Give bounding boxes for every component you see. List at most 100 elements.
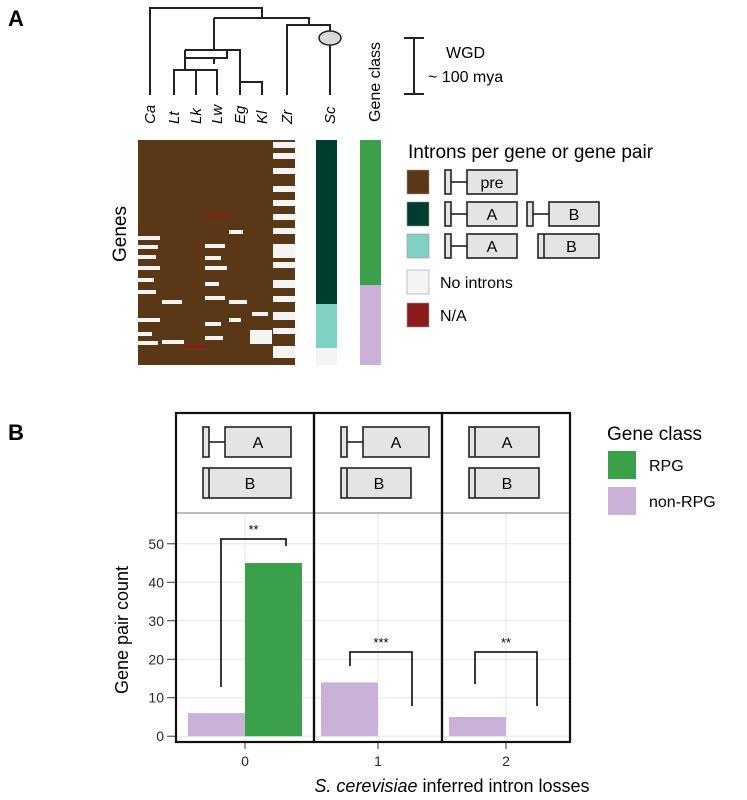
exon-box: [466, 233, 518, 259]
y-tick-label: 40: [148, 574, 164, 590]
significance-label: **: [501, 635, 511, 650]
y-tick-label: 30: [148, 613, 164, 629]
bar-non-rpg: [188, 713, 245, 737]
facet-gene-a-glyph: A: [202, 426, 292, 458]
no-intron-cell: [138, 290, 156, 294]
facet-gene-b-glyph: B: [468, 467, 540, 499]
significance-label: ***: [373, 635, 388, 650]
species-label-kl: Kl: [254, 110, 271, 124]
exon-box: [444, 201, 452, 227]
no-intron-cell: [162, 340, 184, 344]
exon-box: [548, 201, 600, 227]
gene-class-legend-title: Gene class: [607, 424, 702, 445]
exon-box: [537, 233, 600, 259]
heatmap-background: [138, 140, 295, 365]
species-label-ca: Ca: [142, 105, 159, 124]
legend-swatch: [406, 169, 430, 195]
scale-time: ~ 100 mya: [428, 69, 503, 86]
species-label-lw: Lw: [209, 104, 226, 124]
na-cell: [183, 345, 207, 348]
legend-label: RPG: [649, 458, 684, 475]
gene-label: A: [253, 435, 264, 452]
gene-label: B: [569, 207, 580, 224]
no-intron-cell: [138, 332, 152, 336]
legend-label: N/A: [440, 308, 467, 325]
phylogeny-tree: [149, 7, 331, 95]
gene-label: A: [487, 207, 498, 224]
gene-label: B: [374, 476, 385, 493]
x-axis-label-rest: inferred intron losses: [417, 776, 589, 796]
facet-gene-b-glyph: B: [340, 467, 412, 499]
no-intron-cell: [138, 266, 160, 270]
no-intron-cell: [138, 255, 156, 259]
legend-swatch-rpg: [608, 451, 636, 479]
y-tick-label: 50: [148, 536, 164, 552]
x-tick-label: 0: [241, 753, 249, 769]
significance-bracket: [349, 651, 413, 706]
no-intron-cell: [138, 245, 158, 249]
gene-label: B: [245, 476, 256, 493]
facet-gene-b-glyph: B: [202, 467, 292, 499]
no-intron-cell: [273, 200, 295, 206]
no-intron-cell: [205, 244, 225, 248]
legend-label: non-RPG: [649, 494, 716, 511]
no-intron-cell: [273, 142, 295, 148]
no-intron-cell: [138, 236, 160, 240]
intron-heatmap: [138, 140, 295, 365]
rpg-segment: [360, 140, 381, 285]
y-tick-label: 20: [148, 651, 164, 667]
bar-rpg: [245, 563, 302, 737]
legend-swatch: [406, 201, 430, 227]
facet-frame: [440, 411, 572, 744]
no-intron-cell: [205, 296, 225, 300]
no-intron-cell: [205, 266, 227, 270]
exon-box: [444, 169, 452, 195]
gene-b-glyph: B: [537, 233, 600, 259]
x-axis-label-species: S. cerevisiae: [314, 776, 417, 796]
genes-axis-label: Genes: [110, 206, 131, 262]
exon-box: [224, 426, 292, 458]
wgd-marker-icon: [318, 30, 342, 46]
panel-a-letter: A: [8, 6, 24, 31]
gene-label: B: [566, 239, 577, 256]
gene-label: A: [502, 435, 513, 452]
scale-bar: [404, 37, 424, 95]
no-intron-cell: [162, 300, 182, 304]
sc-both-introns-segment: [316, 140, 337, 304]
no-intron-cell: [138, 318, 160, 322]
exon-box: [444, 233, 452, 259]
no-intron-cell: [250, 330, 272, 344]
significance-bracket: [220, 538, 287, 687]
no-intron-cell: [229, 230, 243, 234]
no-intron-cell: [229, 318, 241, 322]
no-intron-cell: [273, 312, 295, 320]
exon-box: [202, 467, 292, 499]
gene-class-column: [360, 140, 381, 365]
exon-box: [362, 426, 430, 458]
no-intron-cell: [229, 300, 247, 304]
no-intron-cell: [273, 244, 295, 258]
y-tick-label: 0: [156, 728, 164, 744]
no-intron-cell: [273, 328, 295, 334]
sc-one-intron-segment: [316, 304, 337, 348]
no-intron-cell: [273, 186, 295, 192]
gene-a-glyph: A: [444, 201, 518, 227]
no-intron-cell: [205, 322, 221, 326]
intron-legend-title: Introns per gene or gene pair: [408, 142, 654, 163]
gene-class-legend: RPG non-RPG: [608, 451, 716, 515]
na-cell: [205, 215, 229, 218]
gene-label: pre: [480, 175, 503, 192]
gene-label: B: [502, 476, 513, 493]
no-intron-cell: [252, 312, 268, 316]
no-intron-cell: [273, 228, 295, 234]
gene-label: A: [487, 239, 498, 256]
species-label-lt: Lt: [166, 111, 183, 124]
no-intron-cell: [205, 282, 219, 286]
no-intron-cell: [273, 346, 295, 358]
panel-b-letter: B: [8, 420, 24, 445]
facet-gene-a-glyph: A: [468, 426, 540, 458]
legend-swatch: [406, 269, 430, 295]
